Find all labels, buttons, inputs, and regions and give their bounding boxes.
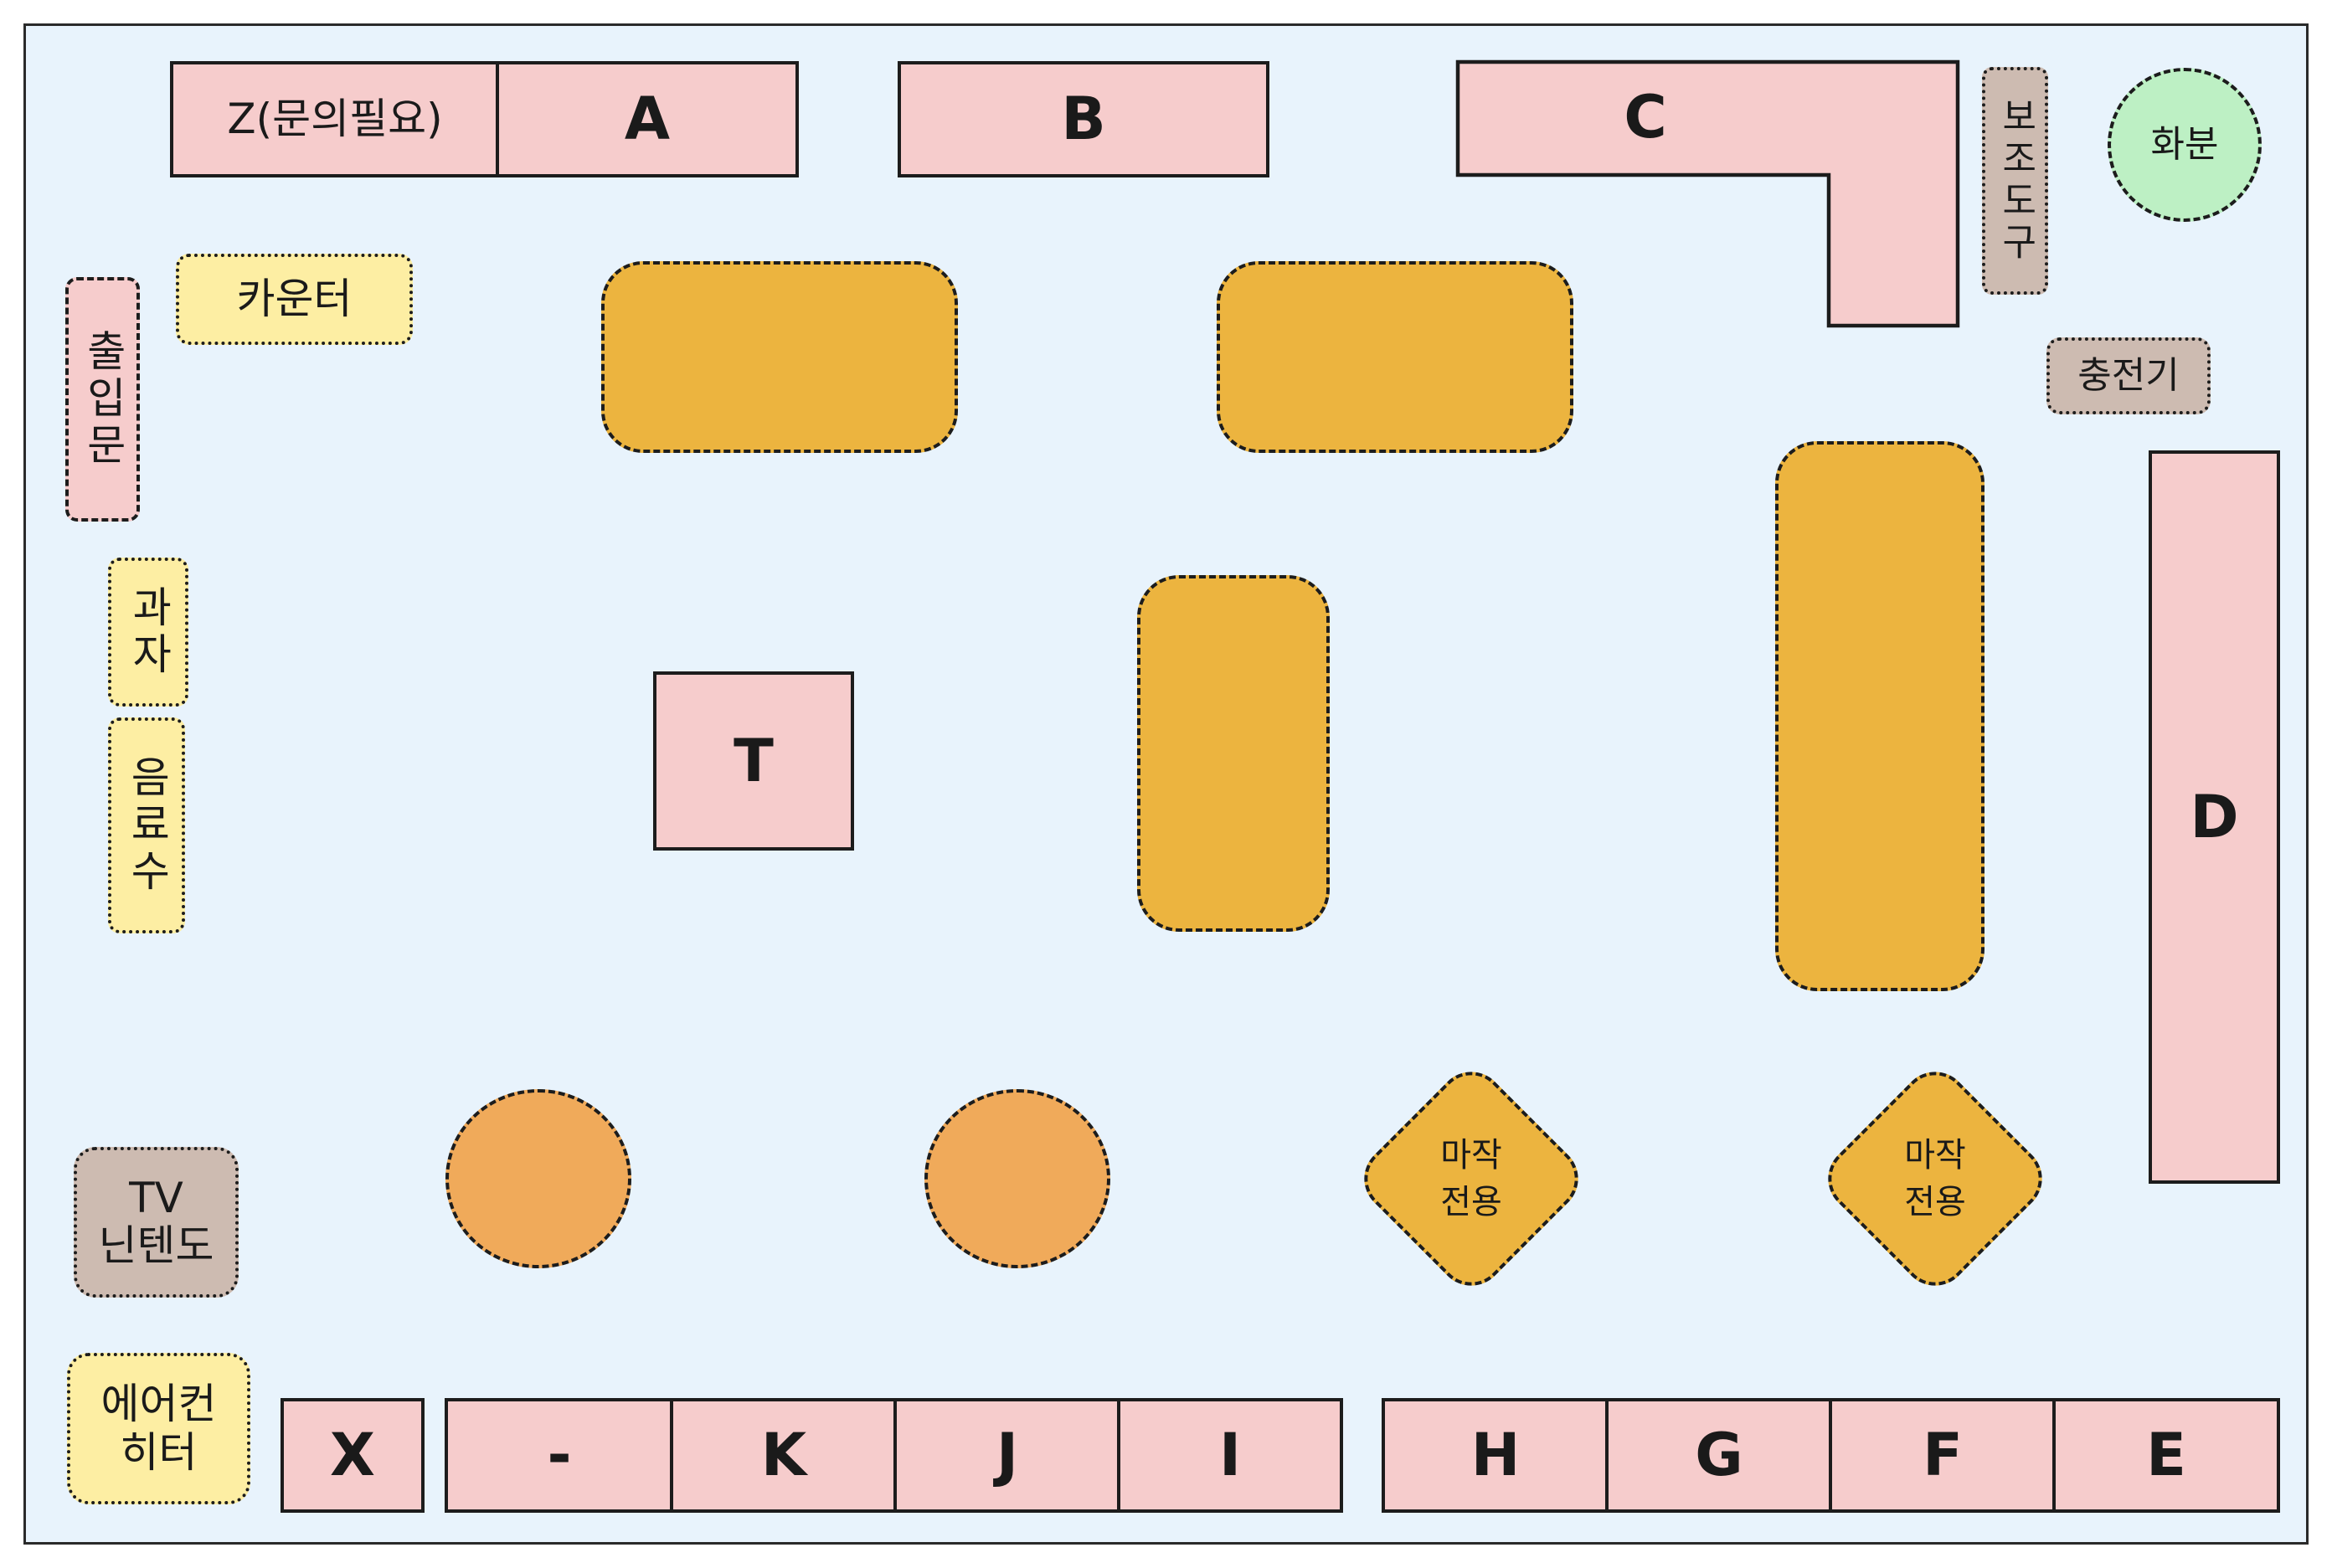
- shelf-i: I: [1117, 1398, 1343, 1513]
- round-table-left: [445, 1089, 631, 1268]
- table-top-left: [601, 261, 958, 453]
- shelf-j: J: [893, 1398, 1121, 1513]
- counter: 카운터: [176, 254, 413, 345]
- shelf-b: B: [898, 61, 1269, 177]
- table-center: [1137, 575, 1330, 932]
- table-right-long: [1775, 441, 1985, 991]
- snacks: 과자: [108, 558, 188, 707]
- shelf-k: K: [670, 1398, 898, 1513]
- shelf-d: D: [2149, 450, 2280, 1184]
- table-top-middle: [1217, 261, 1573, 453]
- shelf-z: Z(문의필요): [170, 61, 500, 177]
- shelf-e: E: [2052, 1398, 2280, 1513]
- shelf-f: F: [1829, 1398, 2057, 1513]
- shelf-dash: -: [445, 1398, 674, 1513]
- shelf-c: [1455, 59, 1960, 328]
- shelf-x: X: [281, 1398, 425, 1513]
- mahjong-table-1-label: 마작 전용: [1440, 1136, 1502, 1221]
- shelf-h: H: [1382, 1398, 1609, 1513]
- charger: 충전기: [2046, 337, 2211, 414]
- ac-heater: 에어컨 히터: [67, 1353, 250, 1504]
- entrance-door: 출입문: [65, 277, 140, 522]
- shelf-g: G: [1605, 1398, 1833, 1513]
- mahjong-table-2-label: 마작 전용: [1904, 1136, 1966, 1221]
- plant: 화분: [2108, 68, 2262, 222]
- shelf-t: T: [653, 671, 854, 851]
- shelf-c-label: C: [1624, 82, 1667, 152]
- round-table-right: [924, 1089, 1110, 1268]
- drinks: 음료수: [108, 717, 185, 933]
- tv-nintendo: TV 닌텐도: [74, 1147, 239, 1298]
- shelf-a: A: [496, 61, 799, 177]
- aux-tools: 보조도구: [1982, 67, 2048, 295]
